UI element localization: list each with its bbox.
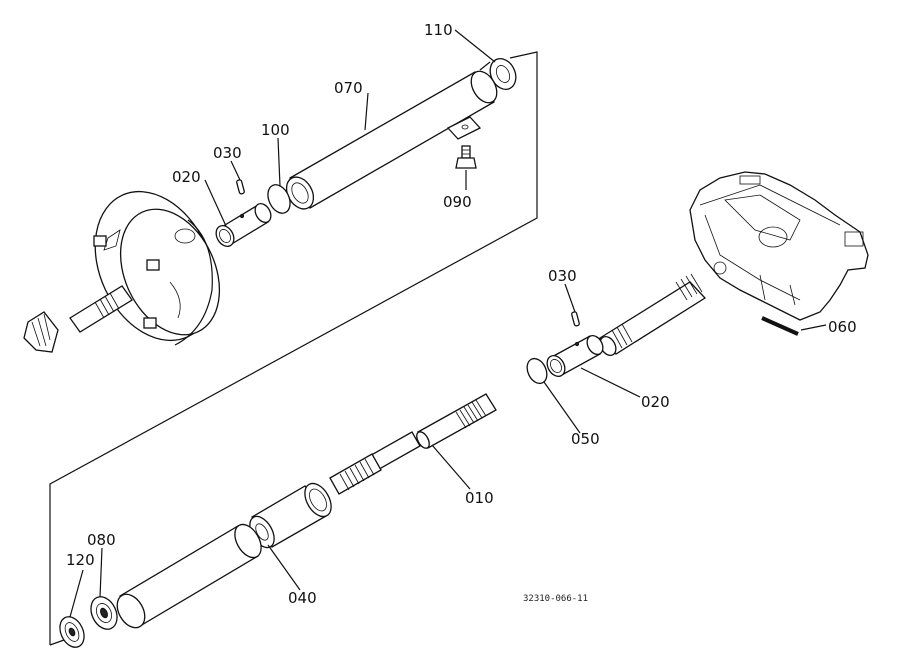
callout-040: 040 xyxy=(288,589,317,607)
callout-020-mid: 020 xyxy=(641,393,670,411)
callout-060: 060 xyxy=(828,318,857,336)
drive-shaft-010 xyxy=(329,393,497,495)
coupling-020-top xyxy=(215,203,272,247)
drawing-code: 32310-066-11 xyxy=(523,594,588,604)
o-ring-050 xyxy=(526,357,548,385)
callout-030-mid: 030 xyxy=(548,267,577,285)
callout-070: 070 xyxy=(334,79,363,97)
pin-060 xyxy=(761,316,799,336)
coupling-020-mid xyxy=(546,335,604,377)
bearing-080 xyxy=(90,596,118,630)
frame-outline-corner xyxy=(49,639,65,646)
leader-lines xyxy=(69,29,827,618)
tube-070 xyxy=(285,70,498,210)
bearing-110 xyxy=(479,57,517,91)
output-shaft xyxy=(598,273,707,356)
lower-tube xyxy=(116,523,262,629)
bolt-090 xyxy=(455,145,477,169)
callout-050: 050 xyxy=(571,430,600,448)
gearbox-housing xyxy=(689,171,869,321)
callout-090: 090 xyxy=(443,193,472,211)
spring-pin-030-mid xyxy=(571,311,580,327)
callout-010: 010 xyxy=(465,489,494,507)
bevel-gear xyxy=(23,311,59,353)
callout-110: 110 xyxy=(424,21,453,39)
frame-outline xyxy=(49,51,538,645)
callout-020-top: 020 xyxy=(172,168,201,186)
spring-pin-030-top xyxy=(236,179,245,195)
callout-120: 120 xyxy=(66,551,95,569)
callout-030-top: 030 xyxy=(213,144,242,162)
callout-100: 100 xyxy=(261,121,290,139)
o-ring-100 xyxy=(267,184,291,214)
callout-080: 080 xyxy=(87,531,116,549)
pinion-shaft xyxy=(69,285,133,333)
seal-120 xyxy=(59,616,85,648)
